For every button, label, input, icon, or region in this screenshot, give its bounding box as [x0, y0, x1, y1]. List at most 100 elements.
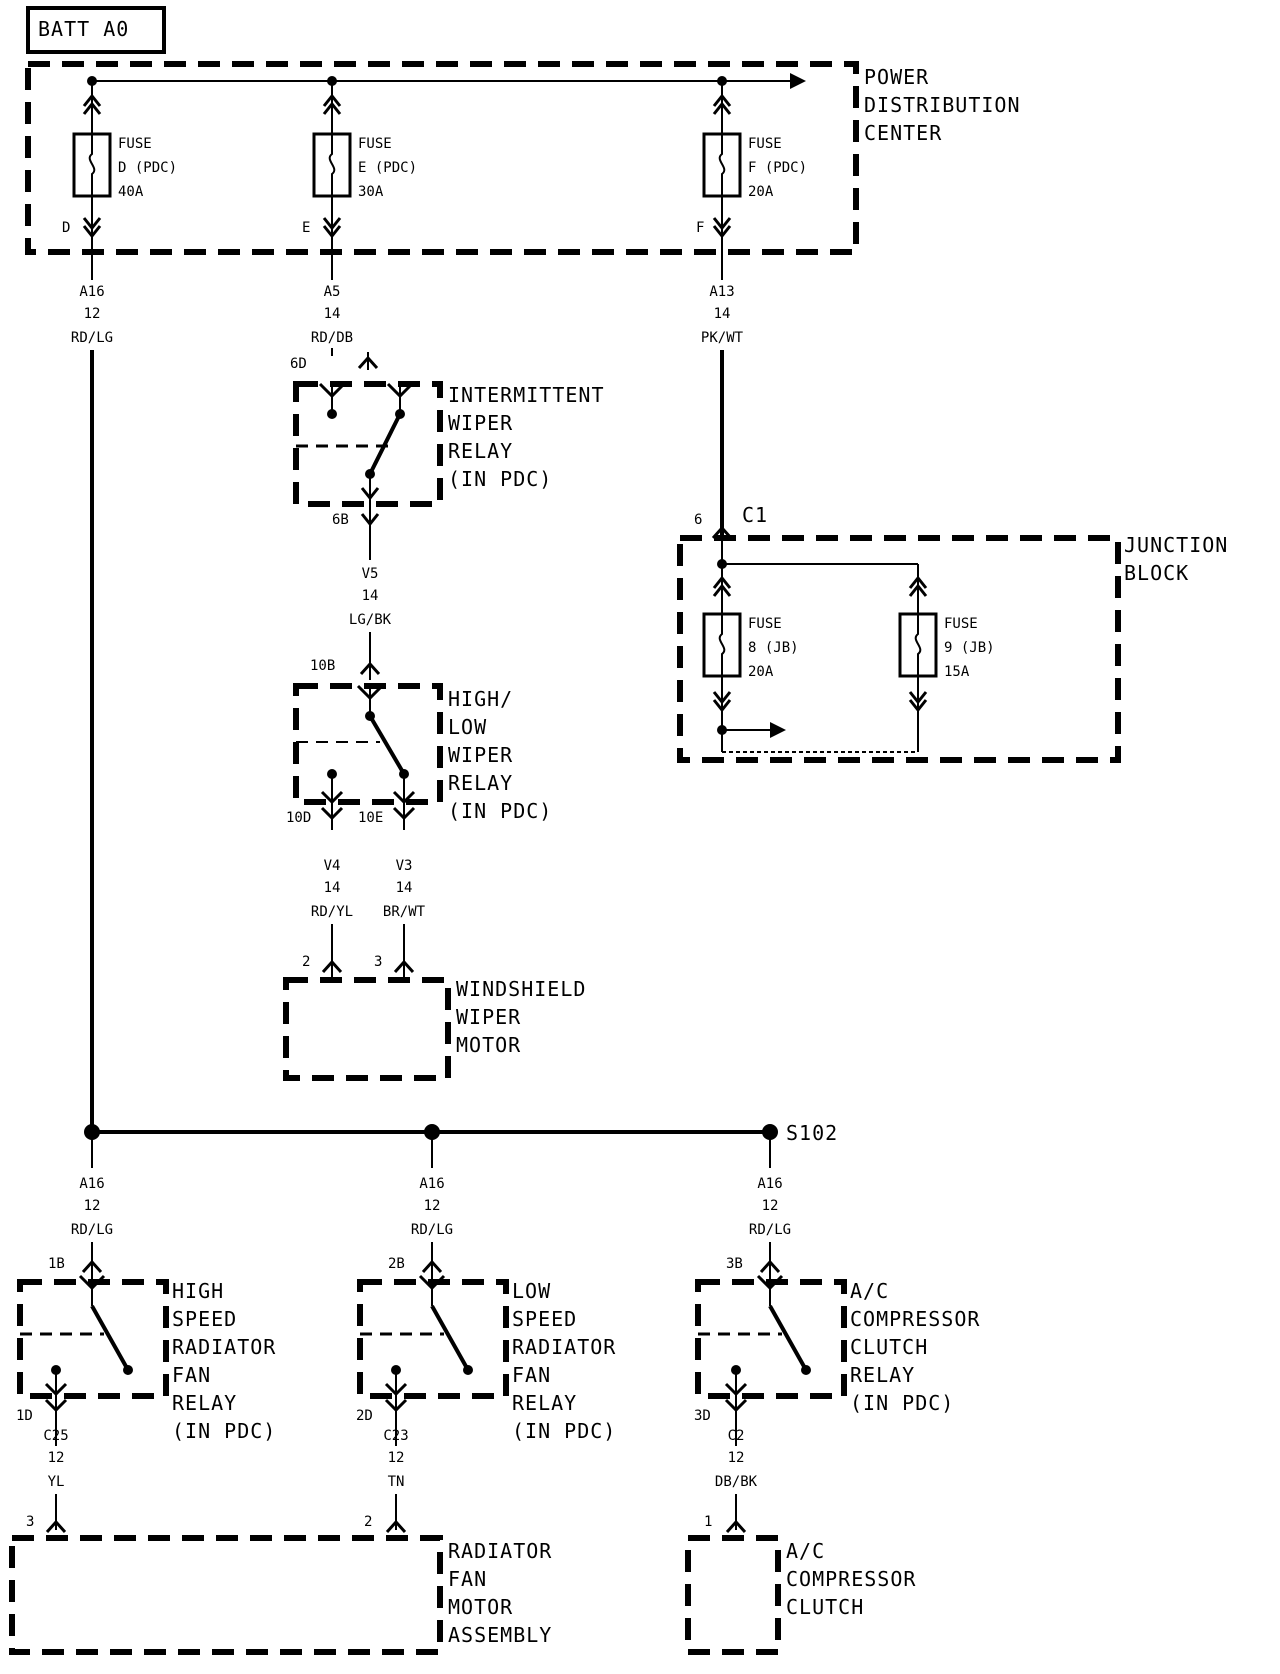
branch-3-out-color: DB/BK: [715, 1474, 758, 1490]
a5-gauge: 14: [324, 306, 341, 322]
hlr-label-3: WIPER: [448, 743, 513, 767]
wiper-motor-label-2: WIPER: [456, 1005, 521, 1029]
high-low-wiper-relay: [293, 662, 443, 830]
iwr-label-1: INTERMITTENT: [448, 383, 605, 407]
jb-label-1: JUNCTION: [1124, 533, 1228, 557]
fuse-d-terminal: D: [62, 220, 70, 236]
branch-2-label-1: LOW: [512, 1279, 551, 1303]
rad-motor-label-2: FAN: [448, 1567, 487, 1591]
v4-circuit: V4: [324, 858, 341, 874]
iwr-pin-in: 6D: [290, 356, 307, 372]
iwr-label-2: WIPER: [448, 411, 513, 435]
branch-1-label-1: HIGH: [172, 1279, 224, 1303]
splice-label: S102: [786, 1121, 838, 1145]
branch-3-out-circuit: C2: [728, 1428, 745, 1444]
hlr-label-2: LOW: [448, 715, 487, 739]
pdc-bus-arrow: [790, 73, 806, 89]
rad-motor-pin-b: 2: [364, 1514, 372, 1530]
branch-3-label-2: COMPRESSOR: [850, 1307, 980, 1331]
branch-2-label-6: (IN PDC): [512, 1419, 616, 1443]
pdc-label-1: POWER: [864, 65, 929, 89]
branch-2-out-color: TN: [388, 1474, 405, 1490]
hlr-pin-in: 10B: [310, 658, 335, 674]
branch-3-out-gauge: 12: [728, 1450, 745, 1466]
a16-circuit: A16: [79, 284, 104, 300]
ac-clutch-label-3: CLUTCH: [786, 1595, 864, 1619]
fuse-f-l2: F (PDC): [748, 160, 807, 176]
radiator-fan-motor-assembly: [9, 1520, 443, 1655]
branch-2-out-gauge: 12: [388, 1450, 405, 1466]
rad-motor-pin-a: 3: [26, 1514, 34, 1530]
ac-clutch-label-2: COMPRESSOR: [786, 1567, 916, 1591]
branch-2-gauge: 12: [424, 1198, 441, 1214]
branch-3-label-5: (IN PDC): [850, 1391, 954, 1415]
branch-2-label-5: RELAY: [512, 1391, 577, 1415]
branch-2-label-3: RADIATOR: [512, 1335, 616, 1359]
fuse-f-l1: FUSE: [748, 136, 782, 152]
branch-3-pin-in: 3B: [726, 1256, 743, 1272]
jb-label-2: BLOCK: [1124, 561, 1189, 585]
v3-gauge: 14: [396, 880, 413, 896]
v3-circuit: V3: [396, 858, 413, 874]
a13-gauge: 14: [714, 306, 731, 322]
windshield-wiper-motor: [283, 960, 451, 1081]
branch-1-circuit: A16: [79, 1176, 104, 1192]
branch-3-color: RD/LG: [749, 1222, 791, 1238]
fuse-9-l2: 9 (JB): [944, 640, 995, 656]
branch-2-color: RD/LG: [411, 1222, 453, 1238]
v4-gauge: 14: [324, 880, 341, 896]
branch-1-label-4: FAN: [172, 1363, 211, 1387]
a5-color: RD/DB: [311, 330, 353, 346]
branch-3-label-1: A/C: [850, 1279, 889, 1303]
branch-1-pin-in: 1B: [48, 1256, 65, 1272]
hlr-label-4: RELAY: [448, 771, 513, 795]
rad-motor-label-3: MOTOR: [448, 1595, 513, 1619]
branch-3-pin-out: 3D: [694, 1408, 711, 1424]
a16-gauge: 12: [84, 306, 101, 322]
v5-color: LG/BK: [349, 612, 392, 628]
fuse-9-l1: FUSE: [944, 616, 978, 632]
wiper-motor-label-3: MOTOR: [456, 1033, 521, 1057]
branch-3-gauge: 12: [762, 1198, 779, 1214]
rad-motor-label-1: RADIATOR: [448, 1539, 552, 1563]
rad-motor-label-4: ASSEMBLY: [448, 1623, 552, 1647]
fuse-d-l2: D (PDC): [118, 160, 177, 176]
fuse-e-l2: E (PDC): [358, 160, 417, 176]
fuse-e-terminal: E: [302, 220, 310, 236]
ac-compressor-clutch: [685, 1520, 781, 1655]
a5-circuit: A5: [324, 284, 341, 300]
wiper-motor-pin-a: 2: [302, 954, 310, 970]
fuse-e-l1: FUSE: [358, 136, 392, 152]
fuse-8-l1: FUSE: [748, 616, 782, 632]
pdc-label-2: DISTRIBUTION: [864, 93, 1021, 117]
fuse-f-l3: 20A: [748, 184, 774, 200]
fuse-d: [72, 81, 112, 280]
battery-label: BATT A0: [38, 17, 129, 41]
branch-2-pin-out: 2D: [356, 1408, 373, 1424]
branch-3-label-4: RELAY: [850, 1363, 915, 1387]
branch-2-label-4: FAN: [512, 1363, 551, 1387]
jb-conn-pin: 6: [694, 512, 702, 528]
branch-3-label-3: CLUTCH: [850, 1335, 928, 1359]
branch-1-out-color: YL: [48, 1474, 65, 1490]
branch-2-pin-in: 2B: [388, 1256, 405, 1272]
branch-3-circuit: A16: [757, 1176, 782, 1192]
ac-clutch-label-1: A/C: [786, 1539, 825, 1563]
fuse-8-l3: 20A: [748, 664, 774, 680]
v5-circuit: V5: [362, 566, 379, 582]
iwr-label-3: RELAY: [448, 439, 513, 463]
branch-1-color: RD/LG: [71, 1222, 113, 1238]
branch-1-out-gauge: 12: [48, 1450, 65, 1466]
junction-block: [677, 526, 1121, 763]
fuse-8-l2: 8 (JB): [748, 640, 799, 656]
low-speed-radiator-fan-relay: [357, 1242, 509, 1446]
battery-label-box: [26, 6, 166, 54]
power-distribution-center-box: [25, 61, 859, 255]
fuse-d-l1: FUSE: [118, 136, 152, 152]
branch-1-pin-out: 1D: [16, 1408, 33, 1424]
ac-clutch-pin: 1: [704, 1514, 712, 1530]
a13-color: PK/WT: [701, 330, 744, 346]
branch-2-label-2: SPEED: [512, 1307, 577, 1331]
fuse-f-terminal: F: [696, 220, 704, 236]
